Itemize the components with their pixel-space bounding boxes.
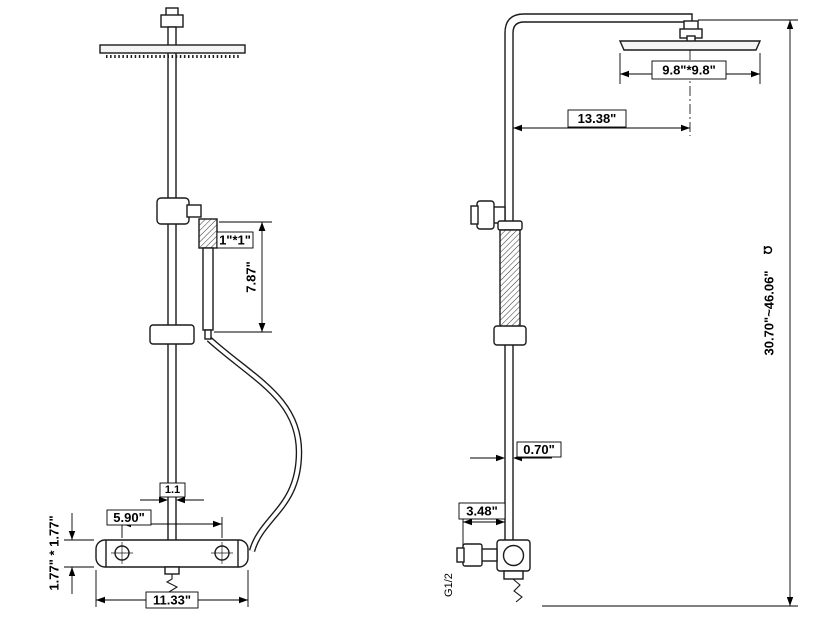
side-handle-cap (456, 547, 465, 563)
mixer-profile-label: 1.77" * 1.77" (47, 515, 62, 590)
side-handle-knob (462, 543, 483, 567)
side-outlet-zigzag (512, 578, 523, 603)
side-handle-stem (480, 548, 498, 562)
side-shower-head (618, 40, 762, 51)
thread-size-label: G1/2 (443, 573, 455, 597)
side-riser-pipe (504, 13, 693, 546)
pipe-diameter-label: 0.70" (523, 442, 554, 457)
head-size-label: 9.8"*9.8" (662, 63, 716, 78)
side-dimensions: 9.8"*9.8" 13.38" 0.70" 3.48" G1/2 30.70"… (443, 19, 798, 607)
front-mixer-outlet (164, 566, 180, 575)
hand-shower-nipple (204, 329, 212, 340)
hand-shower-head (198, 218, 218, 249)
front-bracket-arm (186, 204, 202, 218)
front-mixer-crosshairs (111, 542, 233, 564)
hand-shower-handle (202, 247, 214, 331)
front-shower-head (99, 44, 246, 54)
front-bracket (156, 197, 190, 225)
arm-reach-label: 13.38" (578, 111, 617, 126)
side-diverter-knob (476, 200, 495, 230)
side-mixer-valve (502, 544, 525, 567)
hose-outer (206, 336, 303, 553)
side-slide-clamp (493, 325, 527, 346)
side-view (456, 13, 762, 603)
front-top-nut (160, 14, 184, 28)
front-riser-pipe (167, 26, 177, 542)
front-slide-clamp (149, 324, 195, 345)
height-adjustable-symbol: ℧ (763, 245, 775, 254)
handle-length-label: 3.48" (466, 504, 497, 519)
hand-shower-length-label: 7.87" (244, 261, 259, 292)
hose-inner (207, 337, 301, 552)
side-hand-shower-cap (497, 220, 523, 231)
side-mixer-outlet (503, 570, 524, 580)
front-view (95, 7, 303, 597)
side-hand-shower-body (499, 229, 521, 331)
hand-shower-size-label: 1"*1" (219, 233, 251, 248)
side-diverter-cap (470, 205, 479, 225)
front-dimensions: 1"*1" 7.87" 1.1 5.90" 11.33" 1.77" * 1.7… (47, 221, 272, 609)
overall-height-label: 30.70"~46.06" (762, 271, 777, 356)
side-arrowheads (463, 20, 794, 606)
handle-spacing-label: 5.90" (113, 510, 144, 525)
mixer-width-label: 11.33" (153, 593, 191, 608)
riser-width-label: 1.1 (165, 484, 180, 496)
